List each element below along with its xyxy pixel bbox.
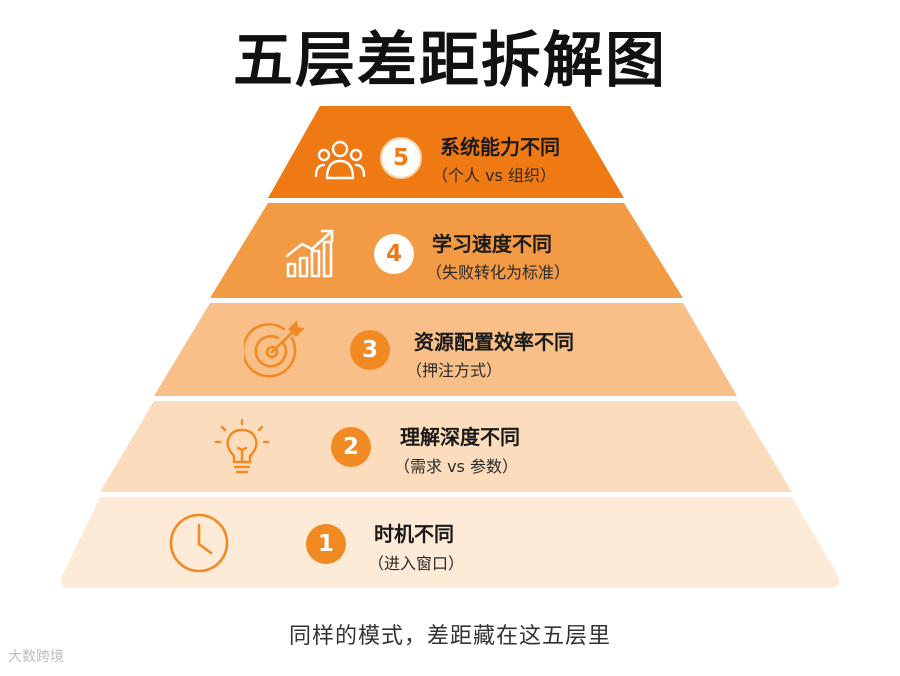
layer-3-subtitle: （押注方式） <box>406 361 503 380</box>
pyramid-layer-5 <box>268 106 624 198</box>
pyramid-layer-2 <box>100 401 792 492</box>
layer-3-title: 资源配置效率不同 <box>414 330 574 354</box>
layer-5-number-badge: 5 <box>380 137 422 179</box>
pyramid-layer-3 <box>154 303 737 396</box>
people-icon <box>314 140 366 180</box>
layer-5-title: 系统能力不同 <box>440 135 560 159</box>
pyramid-layer-4 <box>210 203 683 298</box>
layer-2-number-badge: 2 <box>331 427 371 467</box>
clock-icon <box>169 513 229 573</box>
layer-1-number-badge: 1 <box>306 524 346 564</box>
growth-chart-icon <box>285 229 334 278</box>
lightbulb-icon <box>214 418 270 474</box>
layer-3-number-badge: 3 <box>350 330 390 370</box>
footer-caption: 同样的模式，差距藏在这五层里 <box>288 624 611 649</box>
layer-1-title: 时机不同 <box>374 522 454 546</box>
layer-1-subtitle: （进入窗口） <box>368 554 465 573</box>
layer-4-subtitle: （失败转化为标准） <box>426 263 571 282</box>
layer-2-subtitle: （需求 vs 参数） <box>394 457 518 476</box>
watermark: 大数跨境 <box>8 649 64 665</box>
diagram-title: 五层差距拆解图 <box>233 26 667 96</box>
layer-2-title: 理解深度不同 <box>400 425 520 449</box>
target-icon <box>244 320 305 378</box>
layer-4-number-badge: 4 <box>374 234 414 274</box>
pyramid-layer-1 <box>61 497 839 588</box>
layer-4-title: 学习速度不同 <box>432 232 552 256</box>
layer-5-subtitle: （个人 vs 组织） <box>432 166 556 185</box>
